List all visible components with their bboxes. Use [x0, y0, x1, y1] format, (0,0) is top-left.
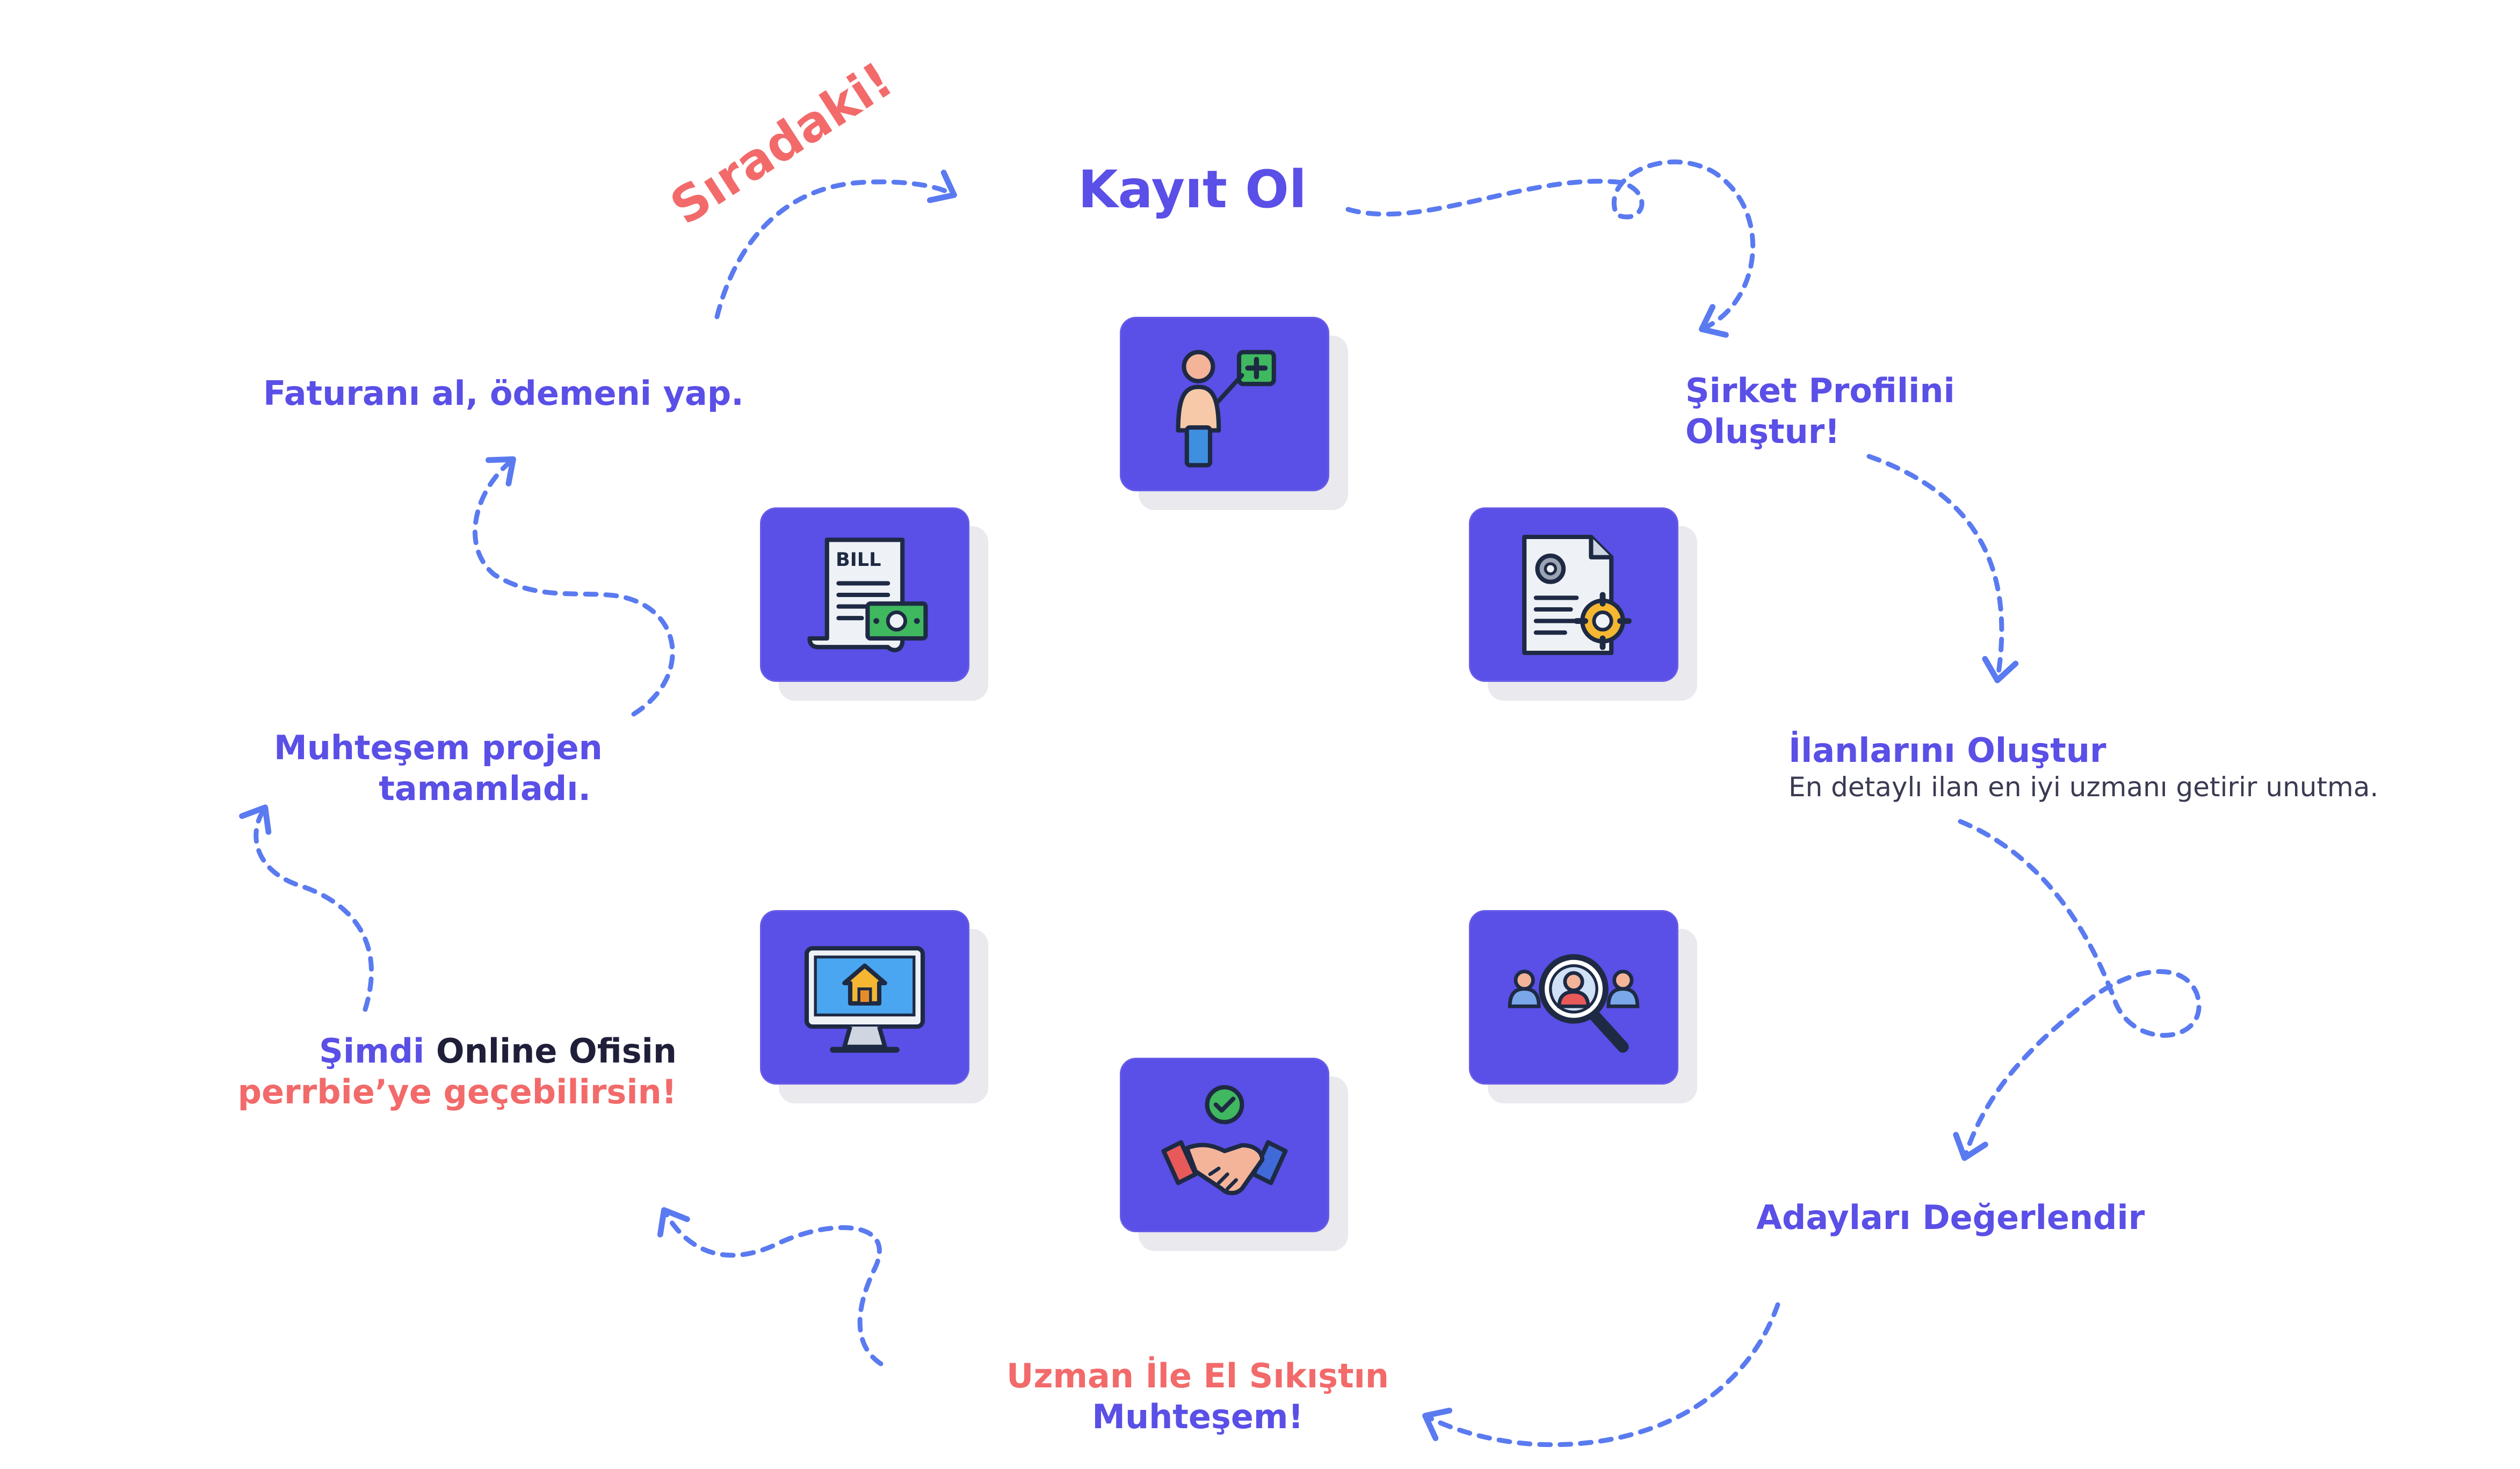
step-project-line2: tamamladı. — [379, 768, 591, 808]
tile-invoice: BILL — [760, 507, 969, 682]
step-invoice-title: Faturanı al, ödemeni yap. — [263, 374, 744, 413]
tile-handshake — [1120, 1058, 1329, 1232]
step-listings: İlanlarını Oluştur En detaylı ilan en iy… — [1788, 730, 2378, 804]
step-office-suffix: ’ye geçebilirsin! — [374, 1072, 677, 1111]
step-company-profile: Şirket Profilini Oluştur! — [1685, 370, 1955, 452]
step-expert: Uzman İle El Sıkıştın Muhteşem! — [994, 1356, 1402, 1437]
user-add-icon — [1176, 350, 1276, 467]
step-project: Muhteşem projen tamamladı. — [161, 728, 603, 809]
step-company-line1: Şirket Profilini — [1685, 371, 1955, 410]
bill-text: BILL — [836, 549, 881, 571]
arrow-register-to-company — [1345, 159, 1756, 338]
step-office-line2: perrbie’ye geçebilirsin! — [226, 1072, 677, 1112]
step-listings-title: İlanlarını Oluştur — [1788, 731, 2106, 770]
step-office-online: Online Ofisin — [436, 1031, 677, 1071]
bill-icon: BILL — [807, 537, 928, 652]
tile-register — [1120, 317, 1329, 491]
step-project-line1: Muhteşem projen — [274, 728, 603, 767]
step-expert-line1: Uzman İle El Sıkıştın — [1006, 1356, 1389, 1395]
arrow-candidates-to-expert — [1422, 1302, 1780, 1448]
tile-candidates — [1469, 910, 1678, 1085]
arrow-expert-to-office — [657, 1207, 884, 1366]
step-office: Şimdi Online Ofisin perrbie’ye geçebilir… — [226, 1031, 677, 1112]
search-people-icon — [1508, 954, 1640, 1053]
document-gear-icon — [1522, 534, 1632, 655]
step-office-now: Şimdi — [319, 1031, 425, 1071]
tile-company-profile — [1469, 507, 1678, 682]
step-office-brand: perrbie — [237, 1072, 375, 1111]
arrow-company-to-listings — [1866, 454, 2019, 683]
handshake-icon — [1161, 1085, 1288, 1195]
step-office-line1: Şimdi Online Ofisin — [226, 1031, 677, 1072]
arrow-project-to-invoice — [472, 456, 675, 717]
step-expert-line2: Muhteşem! — [1092, 1397, 1304, 1436]
step-register-title: Kayıt Ol — [1078, 159, 1307, 220]
arrow-office-to-project — [239, 804, 374, 1012]
arrow-listings-to-candidates — [1953, 819, 2202, 1161]
step-company-line2: Oluştur! — [1685, 411, 1840, 451]
arrow-next-to-register — [714, 169, 957, 319]
tile-online-office — [760, 910, 969, 1085]
step-listings-subtitle: En detaylı ilan en iyi uzmanı getirir un… — [1788, 771, 2379, 803]
step-candidates-title: Adayları Değerlendir — [1756, 1198, 2145, 1237]
home-monitor-icon — [804, 946, 925, 1053]
